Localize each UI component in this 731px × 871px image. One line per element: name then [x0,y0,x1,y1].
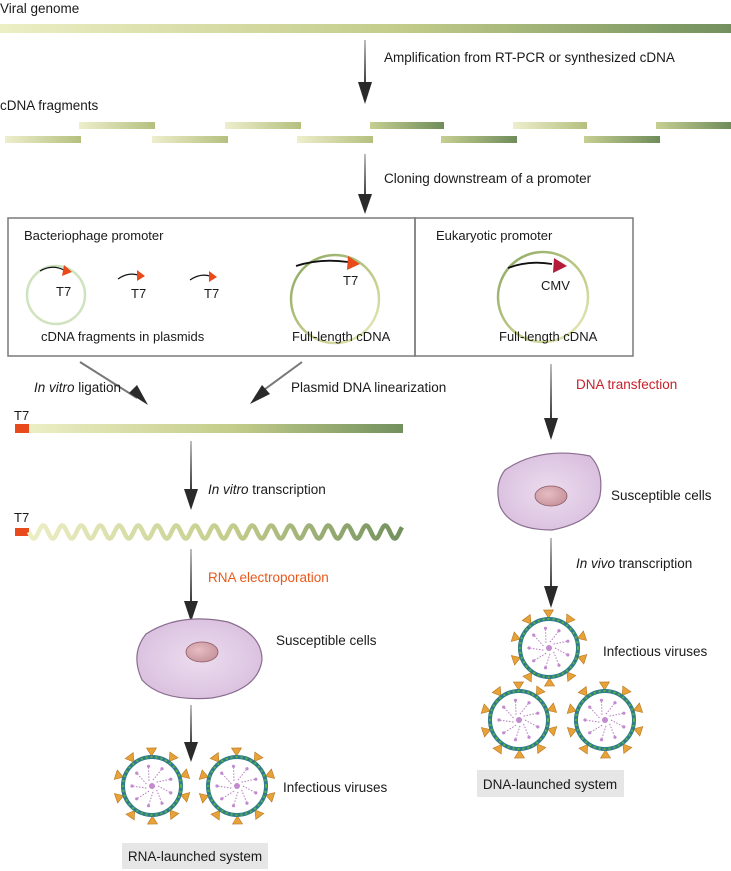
in-vitro-term: In vitro [208,482,249,497]
t7-label: T7 [14,408,29,423]
t7-fragment: T7 [117,270,146,301]
dna-transfection-label: DNA transfection [576,377,677,392]
t7-label: T7 [56,284,71,299]
t7-label: T7 [204,286,219,301]
viral-genome-label: Viral genome [0,1,79,16]
linear-cdna-template [29,424,403,433]
infectious-viruses-label: Infectious viruses [603,644,708,659]
cell-nucleus [534,485,568,507]
plasmid-linearization-label: Plasmid DNA linearization [291,380,446,395]
susceptible-cells-label: Susceptible cells [276,633,377,648]
cdna-fragment [656,122,731,129]
susceptible-cells-label: Susceptible cells [611,488,712,503]
arrow-rna-electroporation [184,549,198,622]
virus-particle [510,609,588,687]
arrow-in-vivo-transcription [544,538,558,608]
cdna-fragments-label: cDNA fragments [0,98,99,113]
in-vitro-transcription-label: In vitro transcription [208,482,326,497]
eukaryotic-promoter-box [414,217,634,357]
cdna-fragment [297,136,373,143]
rna-electroporation-label: RNA electroporation [208,570,329,585]
arrow-virus-rescue [184,705,198,762]
t7-promoter-block [15,528,29,536]
arrow-dna-transfection [544,364,558,440]
t7-fragment: T7 [189,271,219,301]
in-vitro-ligation-label: In vitro ligation [34,380,121,395]
cdna-fragment [441,136,517,143]
rna-transcript [26,523,404,541]
cmv-label: CMV [541,278,570,293]
virus-particle [480,681,558,759]
full-length-cdna-label: Full-length cDNA [292,329,391,344]
bacteriophage-promoter-label: Bacteriophage promoter [24,228,164,243]
virus-particle [198,747,276,825]
arrow-linearization [250,361,303,404]
cdna-fragment [152,136,228,143]
virus-particle [566,681,644,759]
transcription-term: transcription [249,482,326,497]
full-length-t7-plasmid: T7 [289,253,381,345]
t7-label: T7 [14,510,29,525]
cdna-fragment [79,122,155,129]
infectious-viruses-label: Infectious viruses [283,780,388,795]
full-length-cdna-label: Full-length cDNA [499,329,598,344]
susceptible-cell [497,452,602,531]
transcription-term: transcription [615,556,692,571]
full-length-cmv-plasmid: CMV [496,250,590,344]
dna-launched-caption-bg [477,770,624,797]
cdna-fragment [225,122,301,129]
in-vivo-transcription-label: In vivo transcription [576,556,692,571]
susceptible-cell [136,618,263,700]
cdna-fragment [584,136,660,143]
small-plasmid: T7 [25,264,87,326]
viral-genome-strand [0,24,731,33]
t7-promoter-block [15,424,29,433]
arrow-ligation [79,361,148,405]
arrow-cloning [358,154,372,214]
dna-launched-caption: DNA-launched system [483,777,617,792]
rna-launched-caption-bg [122,843,268,869]
in-vitro-term: In vitro [34,380,75,395]
cell-nucleus [185,641,219,663]
cloning-label: Cloning downstream of a promoter [384,171,592,186]
virus-particle [113,747,191,825]
rna-launched-caption: RNA-launched system [128,849,262,864]
t7-label: T7 [131,286,146,301]
cdna-fragments-in-plasmids-label: cDNA fragments in plasmids [41,329,205,344]
arrow-amplification [358,40,372,104]
cdna-fragment [513,122,587,129]
eukaryotic-promoter-label: Eukaryotic promoter [436,228,553,243]
amplification-label: Amplification from RT-PCR or synthesized… [384,50,675,65]
cdna-fragment-row [5,122,731,143]
ligation-term: ligation [75,380,122,395]
arrow-transcription [184,441,198,510]
t7-label: T7 [343,273,358,288]
cdna-fragment [5,136,81,143]
in-vivo-term: In vivo [576,556,616,571]
cdna-fragment [370,122,444,129]
